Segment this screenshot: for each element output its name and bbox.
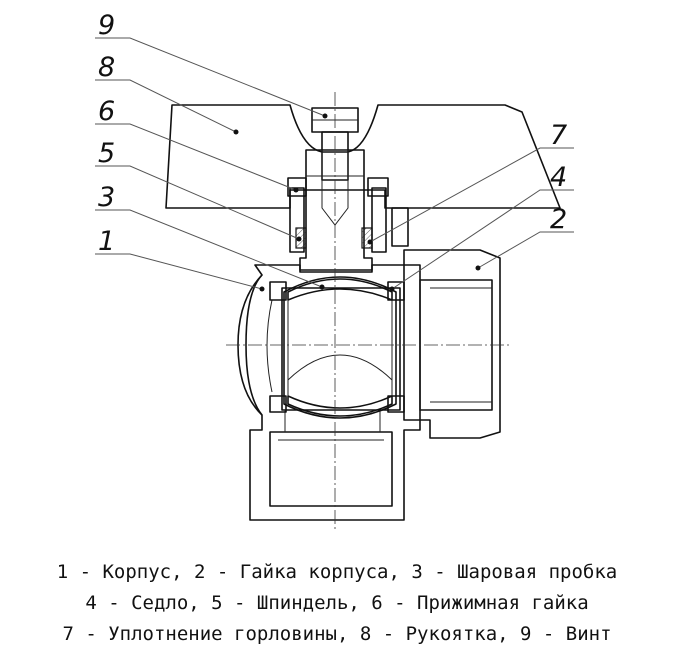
stop-tab bbox=[391, 207, 409, 247]
callout-9: 9 bbox=[98, 10, 115, 41]
callout-5: 5 bbox=[98, 138, 115, 169]
throat-seal-right bbox=[361, 227, 373, 249]
legend-line-1: 1 - Корпус, 2 - Гайка корпуса, 3 - Шаров… bbox=[56, 561, 618, 583]
callout-4: 4 bbox=[550, 162, 567, 193]
screw-head bbox=[311, 107, 359, 133]
callout-7: 7 bbox=[550, 120, 567, 151]
callout-2: 2 bbox=[550, 204, 567, 235]
neck-part bbox=[289, 187, 305, 253]
seat-left bbox=[269, 281, 287, 301]
ball-plug bbox=[283, 276, 397, 419]
valve-body bbox=[245, 264, 421, 521]
valve-section-drawing: 9 8 6 5 3 1 7 4 2 bbox=[95, 10, 574, 532]
callout-8: 8 bbox=[98, 52, 115, 83]
callout-6: 6 bbox=[98, 96, 115, 127]
outlet-bore bbox=[269, 431, 393, 507]
legend-line-3: 7 - Уплотнение горловины, 8 - Рукоятка, … bbox=[62, 623, 612, 645]
press-nut-right bbox=[367, 177, 389, 197]
body-cavity bbox=[281, 287, 401, 411]
callout-3: 3 bbox=[98, 182, 115, 213]
body-nut bbox=[403, 249, 501, 439]
neck-part-right bbox=[371, 187, 387, 253]
spindle bbox=[299, 149, 373, 271]
handle-part bbox=[165, 104, 561, 209]
legend-line-2: 4 - Седло, 5 - Шпиндель, 6 - Прижимная г… bbox=[85, 592, 589, 614]
callout-1: 1 bbox=[98, 226, 115, 257]
seat-left-bottom bbox=[269, 395, 287, 413]
